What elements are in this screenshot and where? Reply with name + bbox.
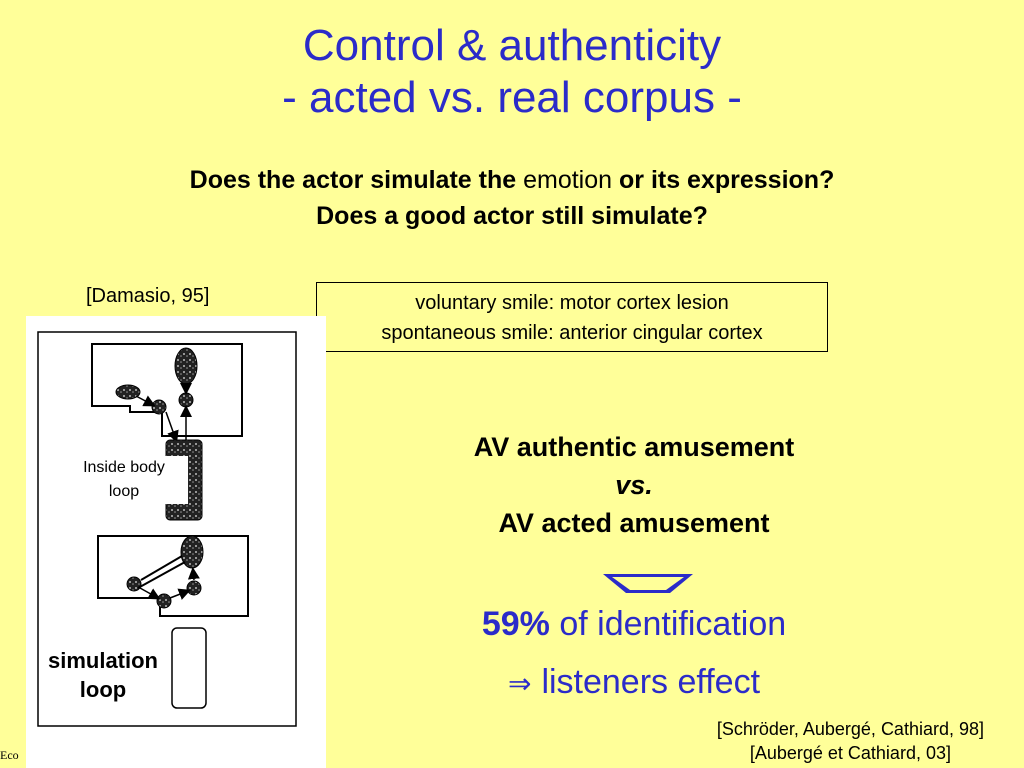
- inside-body-loop-label: Inside body loop: [60, 456, 188, 504]
- smile-info-box: voluntary smile: motor cortex lesion spo…: [316, 282, 828, 352]
- top-node-middle: [151, 399, 167, 415]
- authentic-amusement: AV authentic amusement: [473, 432, 795, 462]
- question-1: Does the actor simulate the emotion or i…: [0, 162, 1024, 198]
- inside-label-line-1: Inside body: [83, 459, 165, 476]
- reference-2: [Aubergé et Cathiard, 03]: [749, 743, 951, 763]
- comparison-block: AV authentic amusement vs. AV acted amus…: [334, 428, 934, 542]
- simulation-body-box: [171, 627, 207, 709]
- question-1-emotion: emotion: [523, 166, 613, 194]
- footer-left-text: Eco: [0, 748, 19, 762]
- hollow-down-arrow-icon: [603, 574, 693, 593]
- implies-icon: ⇒: [507, 668, 532, 699]
- bottom-node-lower: [156, 593, 172, 609]
- sim-label-line-1: simulation: [47, 648, 158, 673]
- damasio-citation: [Damasio, 95]: [86, 285, 210, 307]
- lower-brain-outline: [97, 535, 249, 617]
- top-node-cortex: [174, 347, 198, 385]
- title-line-1: Control & authenticity: [302, 21, 722, 70]
- identification-percent: 59%: [481, 605, 550, 643]
- title-line-2: - acted vs. real corpus -: [282, 73, 742, 122]
- identification-result: 59% of identification: [334, 600, 934, 648]
- bottom-node-right: [186, 580, 202, 596]
- smile-box-line-2: spontaneous smile: anterior cingular cor…: [381, 322, 763, 344]
- research-questions: Does the actor simulate the emotion or i…: [0, 162, 1024, 234]
- question-2: Does a good actor still simulate?: [316, 202, 708, 230]
- reference-1: [Schröder, Aubergé, Cathiard, 98]: [716, 719, 984, 739]
- acted-amusement: AV acted amusement: [498, 508, 770, 538]
- references: [Schröder, Aubergé, Cathiard, 98] [Auber…: [717, 717, 984, 765]
- simulation-loop-label: simulation loop: [38, 646, 168, 704]
- upper-brain-outline: [91, 343, 243, 437]
- brain-loop-diagram: [37, 331, 297, 727]
- slide-title: Control & authenticity - acted vs. real …: [0, 20, 1024, 124]
- question-1-part-1: Does the actor simulate the: [189, 166, 524, 194]
- top-node-left: [115, 384, 141, 400]
- versus-label: vs.: [615, 470, 653, 500]
- question-1-part-3: or its expression?: [612, 166, 835, 194]
- listeners-effect-text: listeners effect: [541, 663, 761, 701]
- brain-loop-figure: Inside body loop simulation loop: [26, 316, 326, 768]
- listeners-effect: ⇒ listeners effect: [334, 658, 934, 708]
- identification-text: of identification: [549, 605, 787, 643]
- bottom-node-left: [126, 576, 142, 592]
- top-node-right: [178, 392, 194, 408]
- smile-box-line-1: voluntary smile: motor cortex lesion: [415, 292, 729, 314]
- sim-label-line-2: loop: [79, 677, 127, 702]
- outer-frame: [37, 331, 297, 727]
- inside-label-line-2: loop: [108, 483, 140, 500]
